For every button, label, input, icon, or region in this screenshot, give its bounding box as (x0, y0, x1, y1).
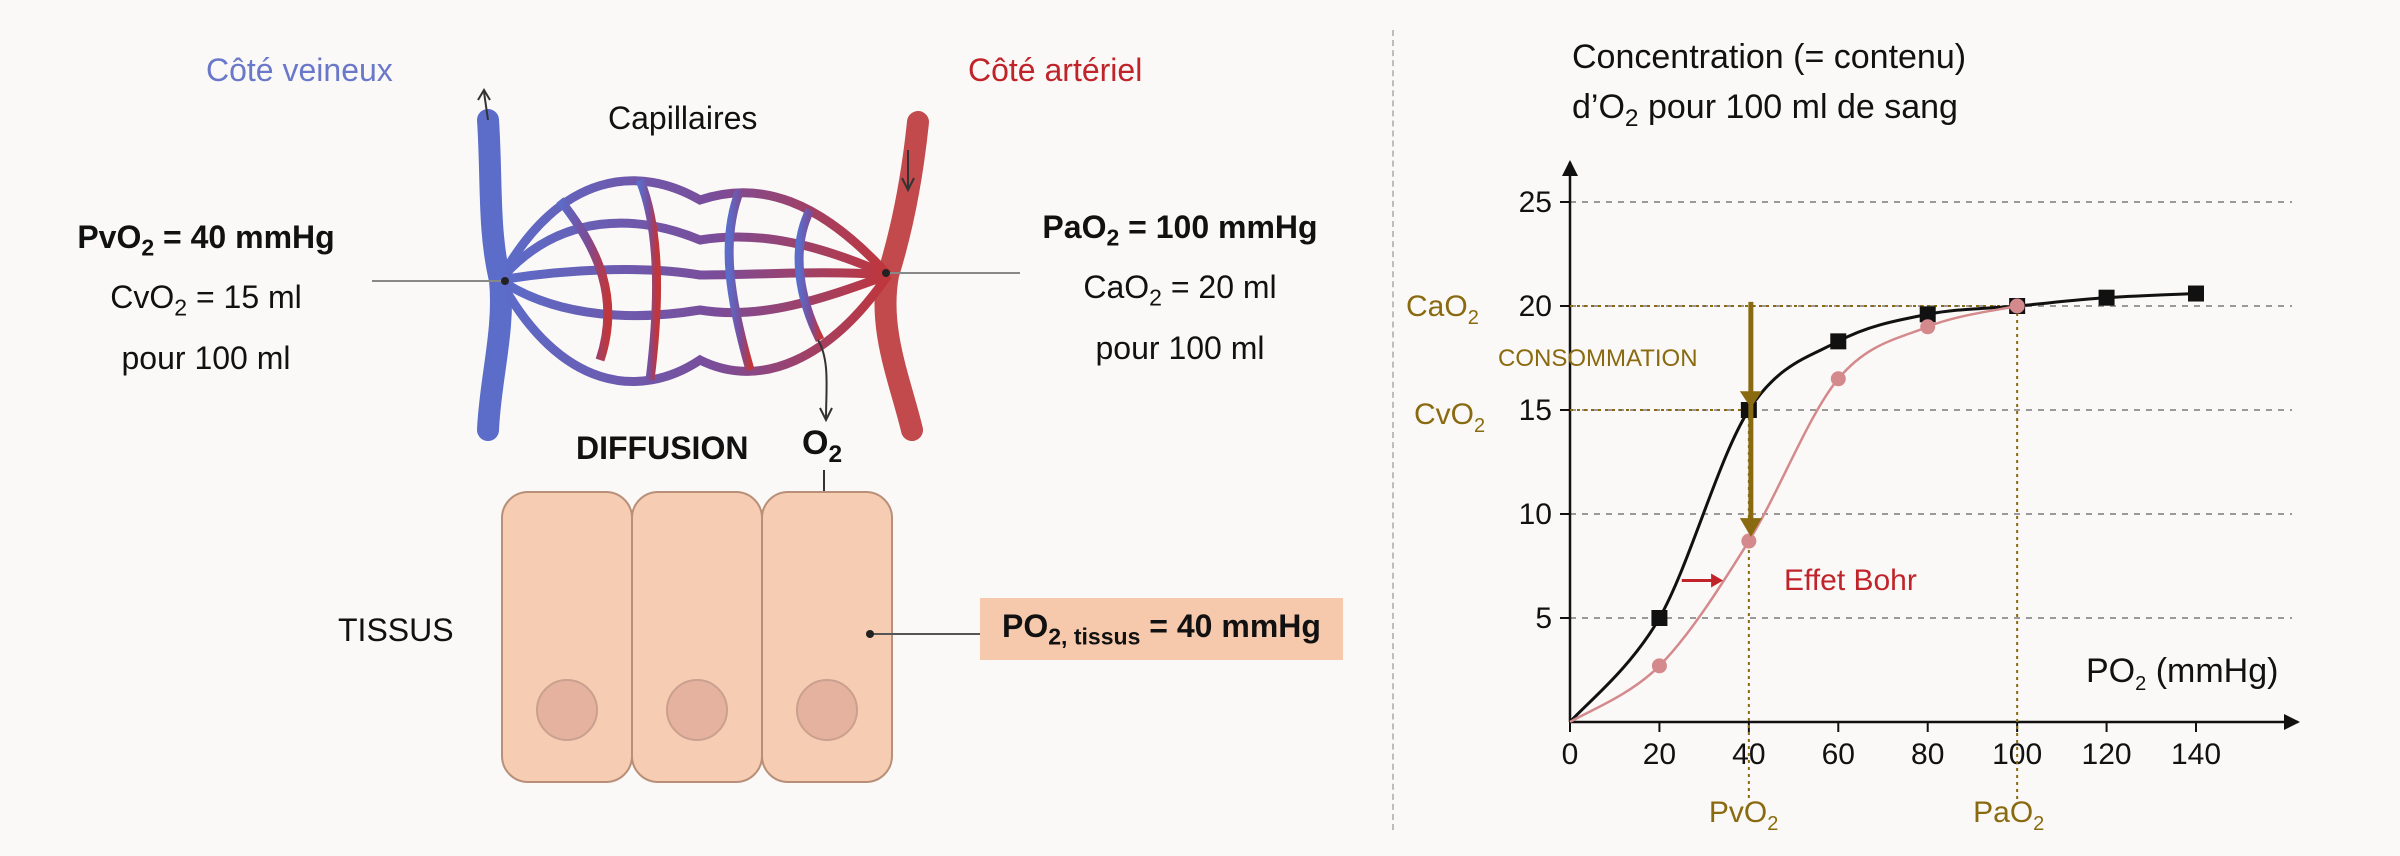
consumption-arrow-head (1739, 518, 1762, 537)
x-tick-label: 0 (1562, 738, 1579, 771)
y-axis-arrow (1562, 160, 1578, 176)
capillaries-label: Capillaires (608, 100, 758, 136)
arterial-per-label: pour 100 ml (1095, 329, 1265, 366)
x-axis-label: PO2 (mmHg) (2086, 652, 2278, 695)
chart-title: Concentration (= contenu) d’O2 pour 100 … (1572, 38, 1967, 132)
capillary-network (496, 176, 892, 386)
o2-label: O2 (802, 424, 843, 468)
pvo2-value: PvO2 = 40 mmHg (77, 219, 335, 261)
tissues-label: TISSUS (338, 612, 454, 648)
arterial-values: PaO2 = 100 mmHg CaO2 = 20 ml pour 100 ml (1020, 202, 1340, 373)
tissue-po2-box: PO2, tissus = 40 mmHg (980, 598, 1343, 661)
pao2-value: PaO2 = 100 mmHg (1042, 209, 1318, 251)
data-point (1920, 319, 1936, 335)
cao2-axis-label: CaO2 (1406, 290, 1479, 329)
venous-values: PvO2 = 40 mmHg CvO2 = 15 ml pour 100 ml (50, 212, 362, 383)
x-axis-arrow (2284, 714, 2300, 730)
cvo2-value: CvO2 = 15 ml (110, 279, 302, 321)
capillary-diagram (372, 88, 1020, 783)
consumption-arrow-head (1739, 391, 1762, 408)
data-point (2098, 289, 2115, 306)
data-point (1741, 533, 1757, 549)
y-tick-label: 5 (1535, 602, 1552, 635)
x-tick-label: 120 (2082, 738, 2132, 771)
data-point (2009, 298, 2025, 314)
y-tick-label: 15 (1519, 394, 1552, 427)
arterial-side-label: Côté artériel (968, 52, 1143, 88)
consumption-label: CONSOMMATION (1498, 345, 1698, 372)
cao2-value: CaO2 = 20 ml (1083, 269, 1277, 311)
data-point (1651, 658, 1667, 674)
y-tick-label: 20 (1519, 290, 1552, 323)
venous-side-label: Côté veineux (206, 52, 393, 88)
data-point (1830, 333, 1847, 350)
y-tick-label: 25 (1519, 186, 1552, 219)
data-point (1830, 371, 1846, 387)
bohr-label: Effet Bohr (1784, 564, 1917, 597)
y-tick-label: 10 (1519, 498, 1552, 531)
pvo2-axis-label: PvO2 (1709, 796, 1778, 835)
tissue-cell (761, 491, 893, 783)
data-point (1919, 306, 1936, 323)
cvo2-axis-label: CvO2 (1414, 398, 1485, 437)
pao2-axis-label: PaO2 (1973, 796, 2044, 835)
x-tick-label: 80 (1911, 738, 1944, 771)
x-tick-label: 60 (1822, 738, 1855, 771)
tissue-cells (501, 491, 893, 783)
data-point (1651, 610, 1668, 626)
venous-per-label: pour 100 ml (121, 339, 291, 376)
x-tick-label: 140 (2171, 738, 2221, 771)
diffusion-label: DIFFUSION (576, 430, 749, 466)
x-tick-label: 20 (1643, 738, 1676, 771)
bohr-arrow-head (1711, 573, 1724, 588)
panel-divider (1392, 30, 1394, 830)
artery-vessel (874, 111, 929, 441)
data-point (2188, 285, 2204, 302)
